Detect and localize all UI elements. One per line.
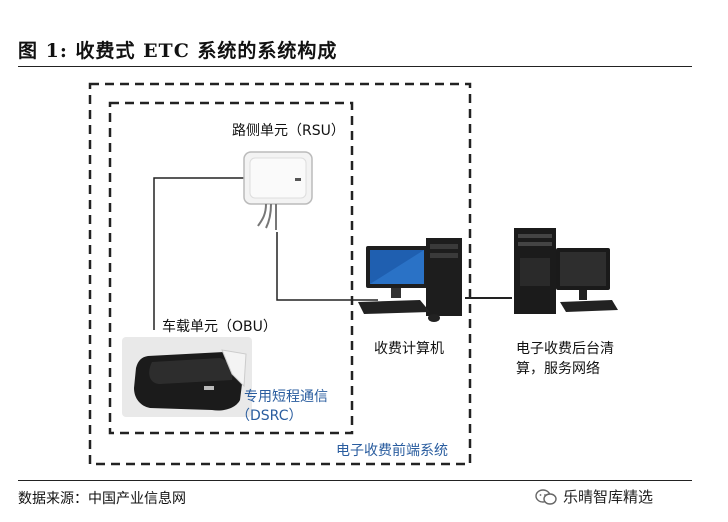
backend-label-line1: 电子收费后台清 (516, 341, 614, 357)
rsu-obu-link (153, 177, 246, 330)
dsrc-label-line1: 专用短程通信 (244, 389, 328, 405)
backend-server-icon (514, 228, 618, 314)
watermark: 乐晴智库精选 (535, 486, 653, 507)
frontend-system-label: 电子收费前端系统 (336, 443, 448, 459)
billing-computer-label: 收费计算机 (374, 341, 444, 357)
obu-label: 车载单元（OBU） (162, 319, 277, 335)
footer-rule (18, 480, 692, 481)
figure-title: 图 1: 收费式 ETC 系统的系统构成 (18, 40, 338, 62)
dsrc-label-line2: （DSRC） (236, 408, 303, 424)
wechat-icon (535, 488, 557, 505)
billing-computer-icon (358, 238, 462, 322)
obu-device (122, 337, 252, 417)
rsu-computer-link (276, 232, 378, 301)
rsu-obu-box (108, 101, 354, 435)
title-rule (18, 66, 692, 67)
backend-label-line2: 算，服务网络 (516, 361, 600, 377)
source-note: 数据来源：中国产业信息网 (18, 491, 186, 507)
watermark-text: 乐晴智库精选 (563, 488, 654, 506)
frontend-system-box (88, 82, 472, 466)
rsu-label: 路侧单元（RSU） (232, 123, 345, 139)
rsu-device (243, 151, 313, 230)
